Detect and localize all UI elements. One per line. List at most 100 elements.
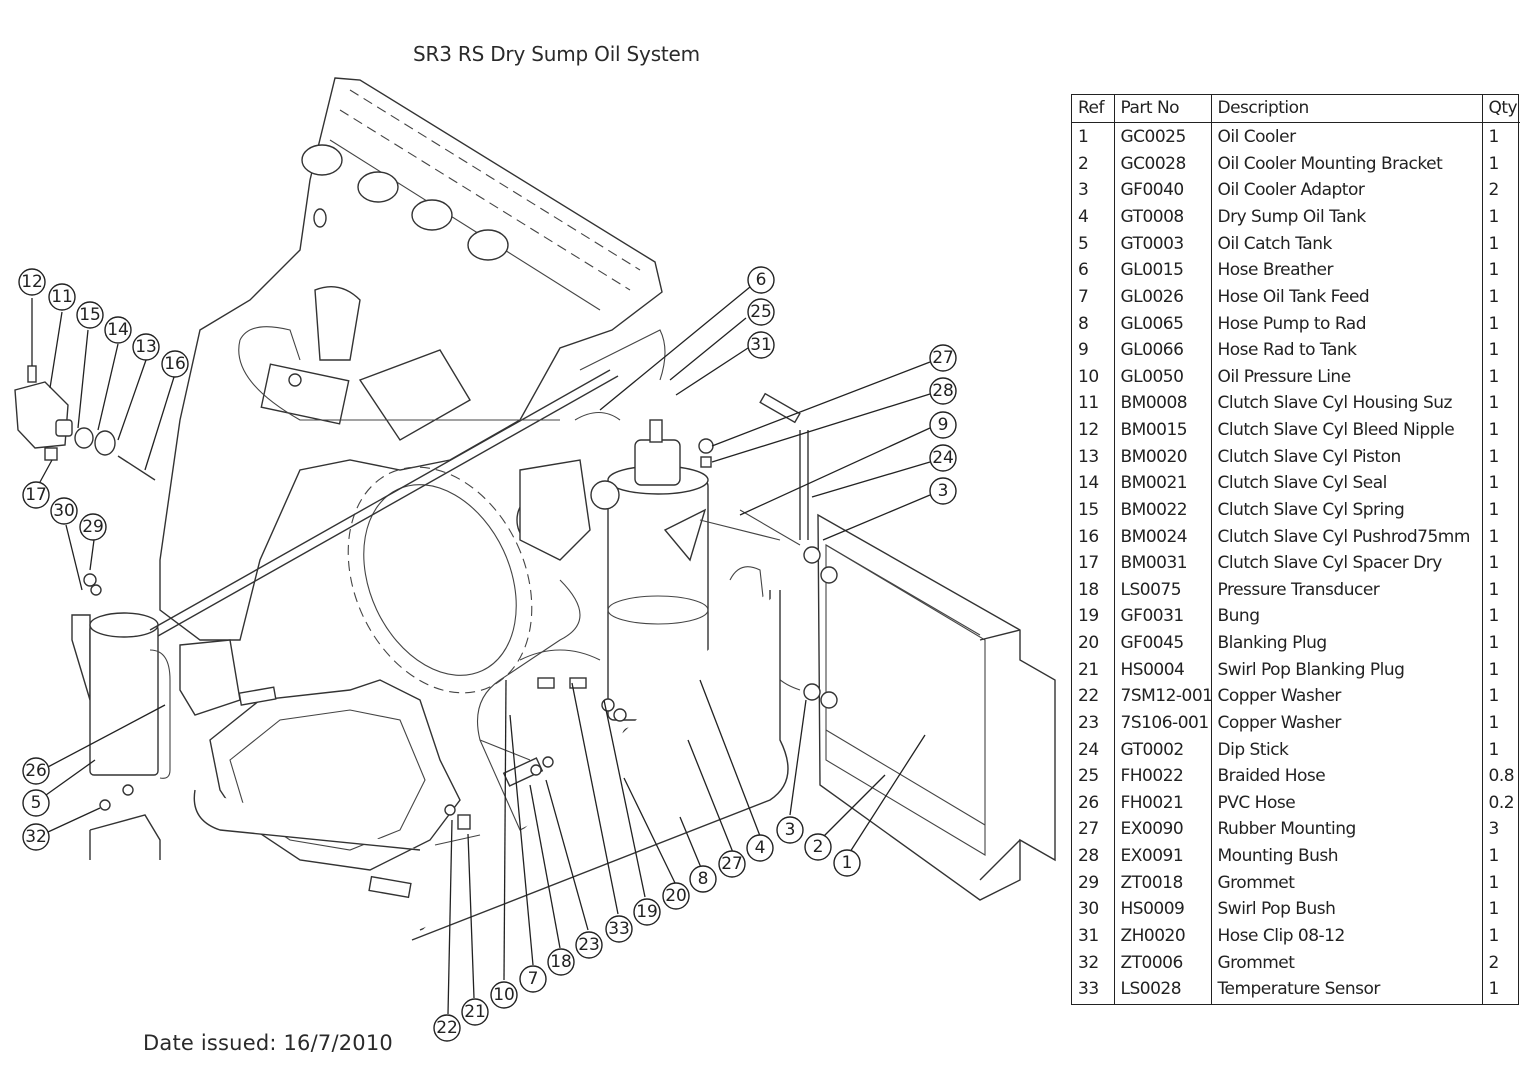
callout-7: 7 — [519, 965, 547, 993]
cell-description: Rubber Mounting — [1210, 817, 1482, 845]
callout-21: 21 — [461, 998, 489, 1026]
cell-part-no: LS0075 — [1113, 577, 1211, 605]
cell-part-no: HS0009 — [1113, 897, 1211, 924]
cell-description: Dry Sump Oil Tank — [1210, 205, 1482, 232]
callout-5: 5 — [22, 789, 50, 817]
callout-balloons: 12 11 15 14 13 16 17 30 29 26 5 32 6 25 … — [18, 266, 957, 1042]
callout-1: 1 — [833, 849, 861, 877]
cell-qty: 1 — [1481, 444, 1520, 472]
cell-ref: 27 — [1078, 819, 1099, 840]
cell-description: Clutch Slave Cyl Pushrod75mm — [1210, 524, 1482, 552]
cell-ref: 22 — [1078, 686, 1099, 707]
cell-part-no: 7S106-001 — [1113, 710, 1211, 738]
svg-text:9: 9 — [938, 415, 949, 435]
cell-qty: 1 — [1481, 577, 1520, 605]
callout-9: 9 — [929, 411, 957, 439]
cell-part-no: GL0050 — [1113, 364, 1211, 392]
svg-text:20: 20 — [665, 886, 687, 906]
callout-11: 11 — [48, 283, 76, 311]
svg-text:4: 4 — [755, 838, 766, 858]
cell-ref: 24 — [1078, 739, 1099, 760]
cell-part-no: LS0028 — [1113, 977, 1211, 1004]
cell-description: Grommet — [1210, 870, 1482, 898]
svg-text:33: 33 — [608, 919, 630, 939]
cell-part-no: ZH0020 — [1113, 923, 1211, 951]
cell-part-no: GL0015 — [1113, 258, 1211, 285]
cell-ref: 25 — [1078, 766, 1099, 787]
cell-description: Oil Cooler — [1210, 122, 1482, 152]
callout-26: 26 — [22, 757, 50, 785]
callout-3: 3 — [929, 477, 957, 505]
svg-text:31: 31 — [750, 335, 772, 355]
cell-part-no: FH0021 — [1113, 790, 1211, 818]
cell-description: Dip Stick — [1210, 737, 1482, 765]
cell-part-no: GC0025 — [1113, 122, 1211, 152]
cell-ref: 15 — [1078, 499, 1099, 520]
cell-description: PVC Hose — [1210, 790, 1482, 818]
cell-ref: 6 — [1078, 260, 1089, 281]
cell-qty: 1 — [1481, 364, 1520, 392]
cell-ref: 30 — [1078, 899, 1099, 920]
cell-description: Braided Hose — [1210, 764, 1482, 791]
cell-part-no: BM0021 — [1113, 471, 1211, 498]
cell-description: Oil Cooler Mounting Bracket — [1210, 151, 1482, 179]
cell-part-no: EX0091 — [1113, 844, 1211, 871]
cell-description: Temperature Sensor — [1210, 977, 1482, 1004]
svg-text:15: 15 — [79, 305, 101, 325]
cell-description: Hose Clip 08-12 — [1210, 923, 1482, 951]
callout-24: 24 — [929, 444, 957, 472]
cell-ref: 33 — [1078, 979, 1099, 1000]
cell-part-no: FH0022 — [1113, 764, 1211, 791]
cell-ref: 18 — [1078, 579, 1099, 600]
cell-qty: 3 — [1481, 817, 1520, 845]
callout-28: 28 — [929, 377, 957, 405]
cell-part-no: 7SM12-001 — [1113, 684, 1213, 711]
cell-qty: 1 — [1481, 551, 1520, 578]
svg-text:1: 1 — [842, 853, 853, 873]
cell-qty: 1 — [1481, 631, 1520, 658]
header-description: Description — [1210, 95, 1482, 123]
date-issued: Date issued: 16/7/2010 — [143, 1031, 393, 1055]
cell-qty: 0.2 — [1481, 790, 1520, 818]
cell-qty: 1 — [1481, 524, 1520, 552]
cell-description: Hose Oil Tank Feed — [1210, 284, 1482, 312]
cell-ref: 13 — [1078, 446, 1099, 467]
cell-qty: 1 — [1481, 923, 1520, 951]
cell-qty: 1 — [1481, 844, 1520, 871]
cell-part-no: BM0022 — [1113, 497, 1211, 525]
callout-27: 27 — [929, 344, 957, 372]
header-ref: Ref — [1072, 95, 1114, 123]
cell-qty: 2 — [1481, 950, 1520, 978]
svg-text:28: 28 — [932, 381, 954, 401]
table-header-row: Ref Part No Description Qty — [1072, 95, 1520, 123]
cell-description: Copper Washer — [1210, 684, 1482, 711]
header-qty: Qty — [1481, 95, 1520, 123]
cell-ref: 31 — [1078, 925, 1099, 946]
cell-ref: 14 — [1078, 473, 1099, 494]
callout-10: 10 — [490, 981, 518, 1009]
callout-32: 32 — [22, 823, 50, 851]
cell-description: Hose Rad to Tank — [1210, 338, 1482, 365]
callout-14: 14 — [104, 316, 132, 344]
cell-part-no: GF0040 — [1113, 178, 1211, 206]
cell-part-no: GT0008 — [1113, 205, 1211, 232]
oil-pump — [179, 639, 277, 716]
callout-4: 4 — [746, 834, 774, 862]
callout-25: 25 — [747, 298, 775, 326]
mounting-bush — [700, 456, 712, 468]
svg-text:16: 16 — [164, 354, 186, 374]
hoses — [193, 326, 801, 941]
